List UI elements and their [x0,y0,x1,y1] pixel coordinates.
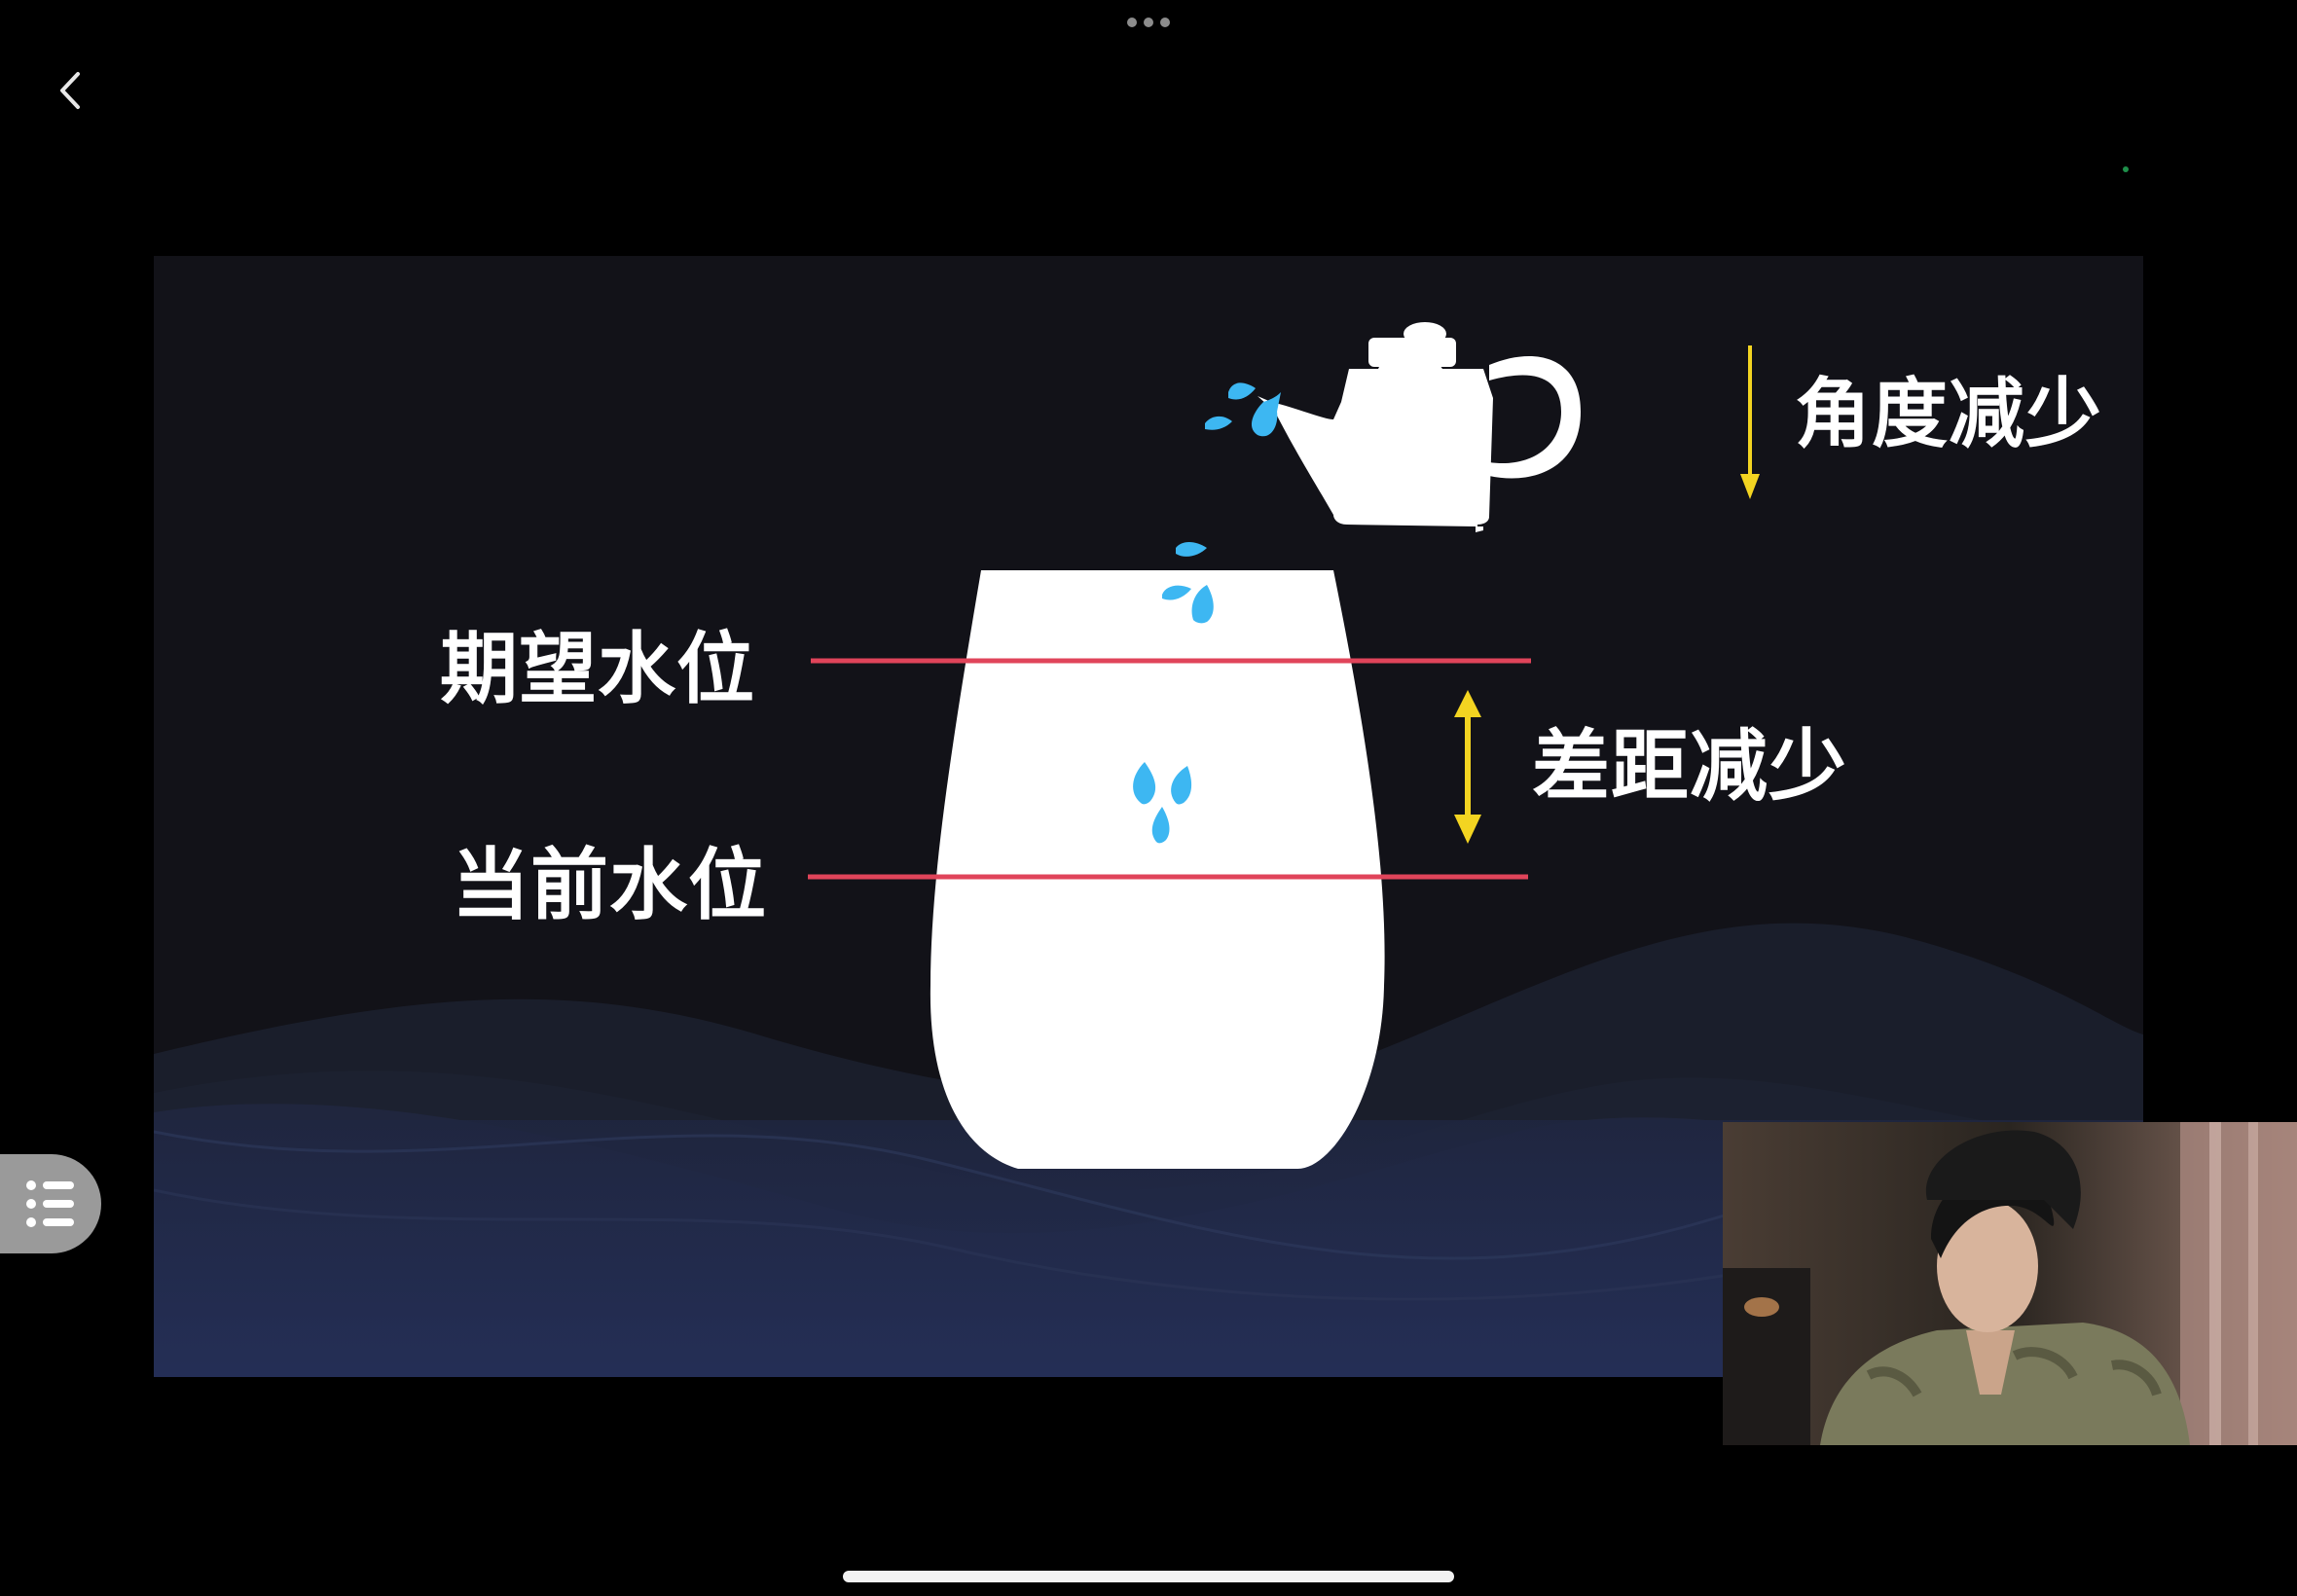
status-dot [2123,166,2129,172]
more-dots-icon[interactable] [1127,18,1170,27]
water-drops-cup-top [1162,542,1214,624]
angle-arrow [1740,345,1760,499]
current-level-label: 当前水位 [452,840,767,930]
expected-level-label: 期望水位 [440,624,755,714]
chevron-left-icon [60,72,80,109]
teapot-icon [1258,322,1581,532]
cup-shape [930,570,1385,1170]
gap-decrease-label: 差距减少 [1532,721,1847,812]
water-drops-top [1205,382,1281,437]
angle-decrease-label: 角度减少 [1795,371,2103,458]
camera-feed-image [1723,1122,2297,1445]
presenter-camera[interactable] [1723,1122,2297,1445]
water-drops-cup-mid [1133,762,1192,844]
outline-menu-button[interactable] [0,1154,101,1253]
gap-arrow [1454,690,1481,844]
back-button[interactable] [49,64,91,117]
list-icon [26,1180,74,1227]
home-indicator[interactable] [843,1571,1454,1582]
